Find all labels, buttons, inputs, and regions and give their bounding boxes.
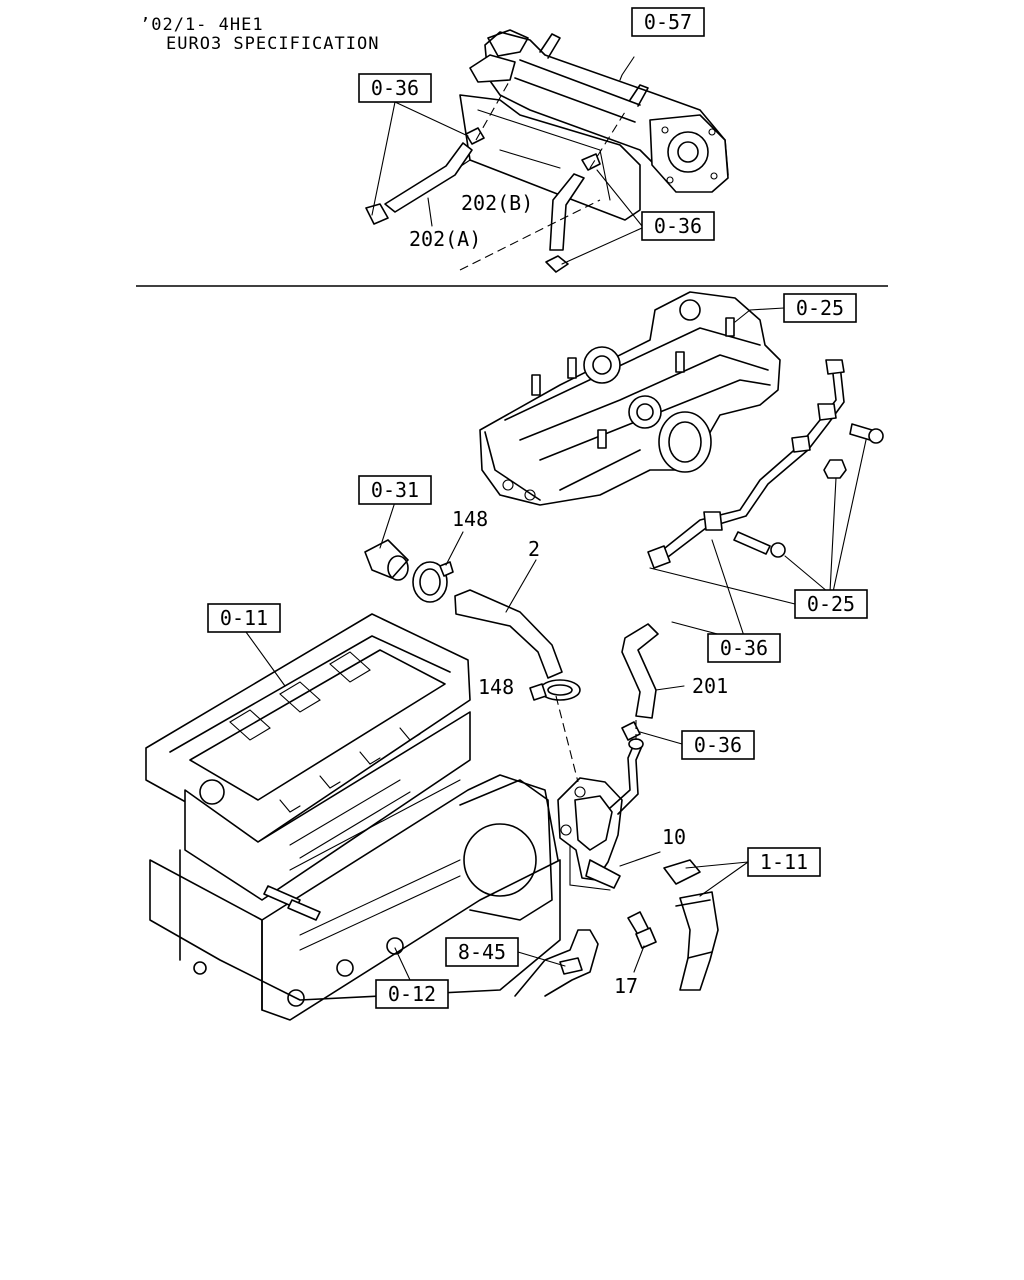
callout-0-12[interactable]: 0-12 bbox=[375, 979, 449, 1009]
callout-0-36-top-left[interactable]: 0-36 bbox=[358, 73, 432, 103]
leader-line bbox=[394, 947, 411, 981]
svg-text:1-11: 1-11 bbox=[760, 850, 808, 874]
leader-line bbox=[245, 631, 286, 687]
callout-0-25-right[interactable]: 0-25 bbox=[794, 589, 868, 619]
leader-line bbox=[784, 555, 829, 593]
leader-line bbox=[685, 861, 749, 869]
hose-201-drawing bbox=[621, 623, 659, 719]
assembly-line bbox=[555, 695, 579, 783]
leader-line bbox=[619, 851, 661, 867]
svg-text:0-31: 0-31 bbox=[371, 478, 419, 502]
engine-block-drawing bbox=[145, 613, 561, 1021]
label-2: 2 bbox=[528, 537, 540, 561]
label-202a: 202(A) bbox=[409, 227, 481, 251]
leader-line bbox=[379, 501, 396, 549]
label-148-lower: 148 bbox=[478, 675, 514, 699]
leader-line bbox=[639, 731, 683, 745]
leader-line bbox=[569, 844, 611, 891]
svg-text:0-36: 0-36 bbox=[371, 76, 419, 100]
leader-line bbox=[561, 227, 643, 265]
svg-text:0-11: 0-11 bbox=[220, 606, 268, 630]
assembly-line bbox=[459, 199, 601, 271]
intake-manifold-drawing bbox=[479, 291, 781, 506]
leader-line bbox=[633, 945, 645, 973]
clamp-148-lower-drawing bbox=[529, 679, 581, 701]
radiator-hose-drawing bbox=[663, 859, 719, 991]
leader-line bbox=[832, 439, 867, 593]
leader-line bbox=[699, 861, 749, 897]
leader-line bbox=[829, 477, 837, 593]
leader-line bbox=[445, 531, 464, 566]
svg-text:0-36: 0-36 bbox=[720, 636, 768, 660]
svg-text:0-57: 0-57 bbox=[644, 10, 692, 34]
label-201: 201 bbox=[692, 674, 728, 698]
leader-line bbox=[505, 559, 537, 613]
leader-line bbox=[734, 307, 785, 323]
leader-line bbox=[517, 951, 566, 967]
bypass-pipe-drawing bbox=[514, 929, 599, 997]
leader-line bbox=[371, 101, 396, 216]
header-line-2: EURO3 SPECIFICATION bbox=[166, 34, 379, 54]
leader-line bbox=[619, 56, 635, 81]
thermostat-housing-drawing bbox=[557, 738, 644, 889]
fitting-0-31-drawing bbox=[364, 539, 409, 581]
bolt-17-drawing bbox=[627, 911, 657, 949]
callout-0-36-lower[interactable]: 0-36 bbox=[681, 730, 755, 760]
callout-0-11[interactable]: 0-11 bbox=[207, 603, 281, 633]
callout-0-36-mid[interactable]: 0-36 bbox=[707, 633, 781, 663]
assembly-line bbox=[589, 111, 626, 169]
callout-0-57[interactable]: 0-57 bbox=[631, 7, 705, 37]
leader-line bbox=[427, 197, 433, 227]
svg-text:0-36: 0-36 bbox=[654, 214, 702, 238]
hose-2-drawing bbox=[454, 589, 563, 679]
leader-line bbox=[394, 101, 469, 137]
egr-pipe-drawing bbox=[647, 359, 884, 569]
label-148-upper: 148 bbox=[452, 507, 488, 531]
clamp-148-upper-drawing bbox=[412, 561, 454, 603]
svg-text:0-25: 0-25 bbox=[796, 296, 844, 320]
callout-0-31[interactable]: 0-31 bbox=[358, 475, 432, 505]
label-202b: 202(B) bbox=[461, 191, 533, 215]
header-line-1: ’02/1- 4HE1 bbox=[140, 15, 264, 35]
label-10: 10 bbox=[662, 825, 686, 849]
callout-0-25-top[interactable]: 0-25 bbox=[783, 293, 857, 323]
callout-1-11[interactable]: 1-11 bbox=[747, 847, 821, 877]
label-17: 17 bbox=[614, 974, 638, 998]
callout-0-36-top-right[interactable]: 0-36 bbox=[641, 211, 715, 241]
leader-line bbox=[711, 539, 745, 637]
hose-202a-drawing bbox=[365, 142, 473, 225]
svg-text:0-36: 0-36 bbox=[694, 733, 742, 757]
callout-8-45[interactable]: 8-45 bbox=[445, 937, 519, 967]
assembly-line bbox=[475, 79, 511, 141]
svg-text:8-45: 8-45 bbox=[458, 940, 506, 964]
leader-line bbox=[596, 169, 643, 227]
svg-text:0-25: 0-25 bbox=[807, 592, 855, 616]
hose-202b-drawing bbox=[545, 173, 585, 273]
svg-text:0-12: 0-12 bbox=[388, 982, 436, 1006]
clip-drawing bbox=[621, 721, 641, 741]
leader-line bbox=[655, 685, 685, 691]
leader-line bbox=[649, 567, 796, 605]
